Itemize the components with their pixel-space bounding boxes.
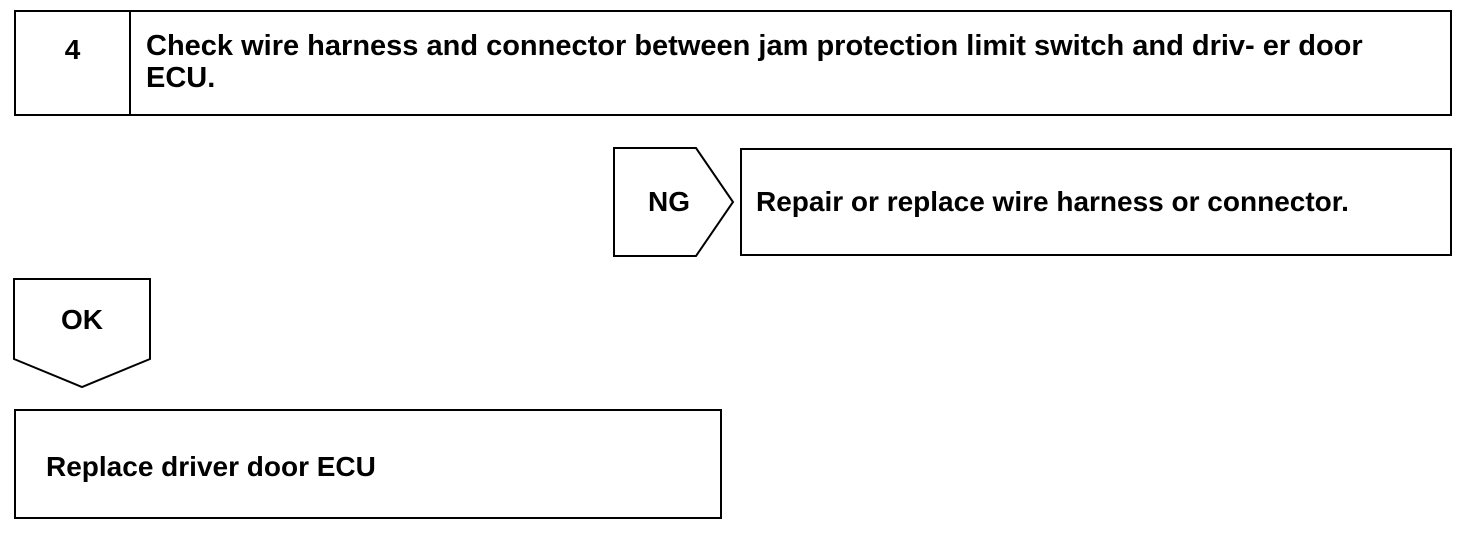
step-box: 4 Check wire harness and connector betwe…	[14, 10, 1452, 116]
step-divider	[129, 12, 131, 114]
step-title: Check wire harness and connector between…	[146, 30, 1363, 94]
final-result-box: Replace driver door ECU	[14, 409, 722, 519]
ok-label: OK	[61, 304, 103, 335]
ng-result-text: Repair or replace wire harness or connec…	[756, 186, 1349, 217]
ng-result-box: Repair or replace wire harness or connec…	[740, 148, 1452, 256]
final-result-text: Replace driver door ECU	[46, 451, 376, 482]
step-number: 4	[64, 34, 81, 65]
ng-label: NG	[648, 186, 690, 217]
